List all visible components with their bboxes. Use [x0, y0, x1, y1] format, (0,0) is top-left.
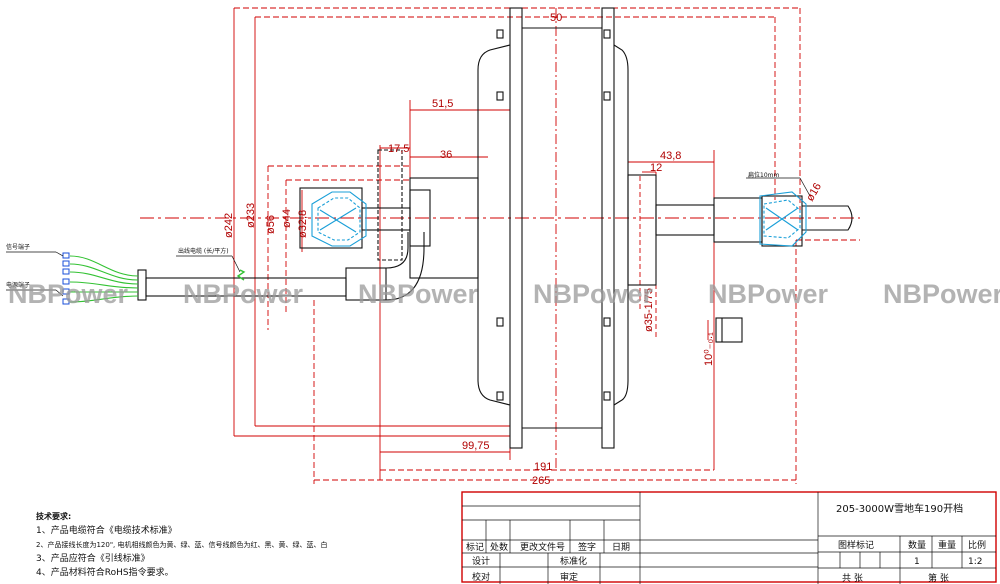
watermark-2: NBPower [183, 279, 304, 309]
dim-265: 265 [532, 475, 550, 487]
note-line-1: 1、产品电缆符合《电缆技术标准》 [36, 526, 177, 536]
watermark-3: NBPower [358, 279, 479, 309]
flat-width-label: 扁位10mm [748, 171, 779, 179]
tb-header-mark: 标记 [466, 541, 484, 553]
dim-12: 12 [650, 162, 662, 174]
watermark-row: NBPower NBPower NBPower NBPower NBPower … [8, 279, 1000, 309]
tb-header-sign: 签字 [578, 541, 596, 553]
dim-phi56: ø56 [265, 215, 277, 234]
tb-sheet-total: 共 张 [842, 573, 863, 584]
power-terminal-label: 电源端子 [6, 281, 30, 289]
watermark-6: NBPower [883, 279, 1000, 309]
dim-phi35-175: ø35-1/75 [643, 288, 655, 332]
tb-row-standardization: 标准化 [560, 555, 587, 567]
callout-lines [6, 177, 811, 297]
motor-outline [137, 7, 853, 449]
callout-labels: 信号端子 电源端子 出线电缆 (长/平方) [6, 243, 229, 289]
watermark-5: NBPower [708, 279, 829, 309]
note-line-2: 2、产品接线长度为120", 电机相线颜色为黄、绿、蓝、信号线颜色为红、黑、黄、… [36, 541, 328, 549]
tb-row-check: 校对 [472, 571, 490, 583]
tb-sheet-no: 第 张 [928, 572, 949, 584]
wire-bundle [69, 255, 246, 303]
dim-43-8: 43,8 [660, 150, 681, 162]
wire-terminals [62, 252, 70, 305]
tb-scale-value: 1:2 [968, 557, 982, 567]
watermark-1: NBPower [8, 279, 129, 309]
tb-header-change-doc: 更改文件号 [520, 541, 565, 553]
dim-17-5: 17,5 [388, 143, 409, 155]
tb-row-design: 设计 [472, 555, 490, 567]
notes-title: 技术要求: [36, 512, 72, 521]
dim-10-tolerance: 10⁰₋₀.₁ [703, 332, 715, 366]
signal-terminal-label: 信号端子 [6, 243, 30, 251]
tb-qty-value: 1 [914, 557, 920, 567]
dim-99-75: 99,75 [462, 440, 490, 452]
dimension-lines [140, 7, 860, 484]
bearing-hatch [311, 191, 807, 247]
dim-phi16: ø16 [804, 181, 824, 203]
tb-right-qty: 数量 [908, 539, 926, 551]
dim-phi32-8: ø32,8 [297, 210, 309, 238]
note-line-4: 4、产品材料符合RoHS指令要求。 [36, 568, 174, 578]
tb-header-count: 处数 [490, 541, 508, 553]
dim-phi242: ø242 [223, 213, 235, 238]
watermark-4: NBPower [533, 279, 654, 309]
note-line-3: 3、产品应符合《引线标准》 [36, 554, 150, 564]
dimension-labels: 50 51,5 17,5 36 43,8 12 99,75 191 265 ø2… [223, 12, 824, 487]
tb-right-weight: 重量 [938, 539, 956, 551]
dim-phi233: ø233 [245, 203, 257, 228]
dim-191: 191 [534, 461, 552, 473]
tb-right-scale: 比例 [968, 539, 986, 551]
tb-header-date: 日期 [612, 542, 630, 553]
title-block: 205-3000W雪地车190开档 标记 处数 更改文件号 签字 日期 设计 标… [461, 491, 997, 584]
dim-36: 36 [440, 149, 452, 161]
tb-right-drawing-mark: 图样标记 [838, 539, 874, 551]
technical-notes: 技术要求: 1、产品电缆符合《电缆技术标准》 2、产品接线长度为120", 电机… [36, 510, 328, 580]
tb-row-approve: 审定 [560, 571, 578, 583]
drawing-title: 205-3000W雪地车190开档 [836, 502, 963, 515]
cable-label: 出线电缆 (长/平方) [178, 247, 229, 255]
dim-phi44: ø44 [281, 209, 293, 228]
dim-50: 50 [550, 12, 562, 24]
dim-51-5: 51,5 [432, 98, 453, 110]
